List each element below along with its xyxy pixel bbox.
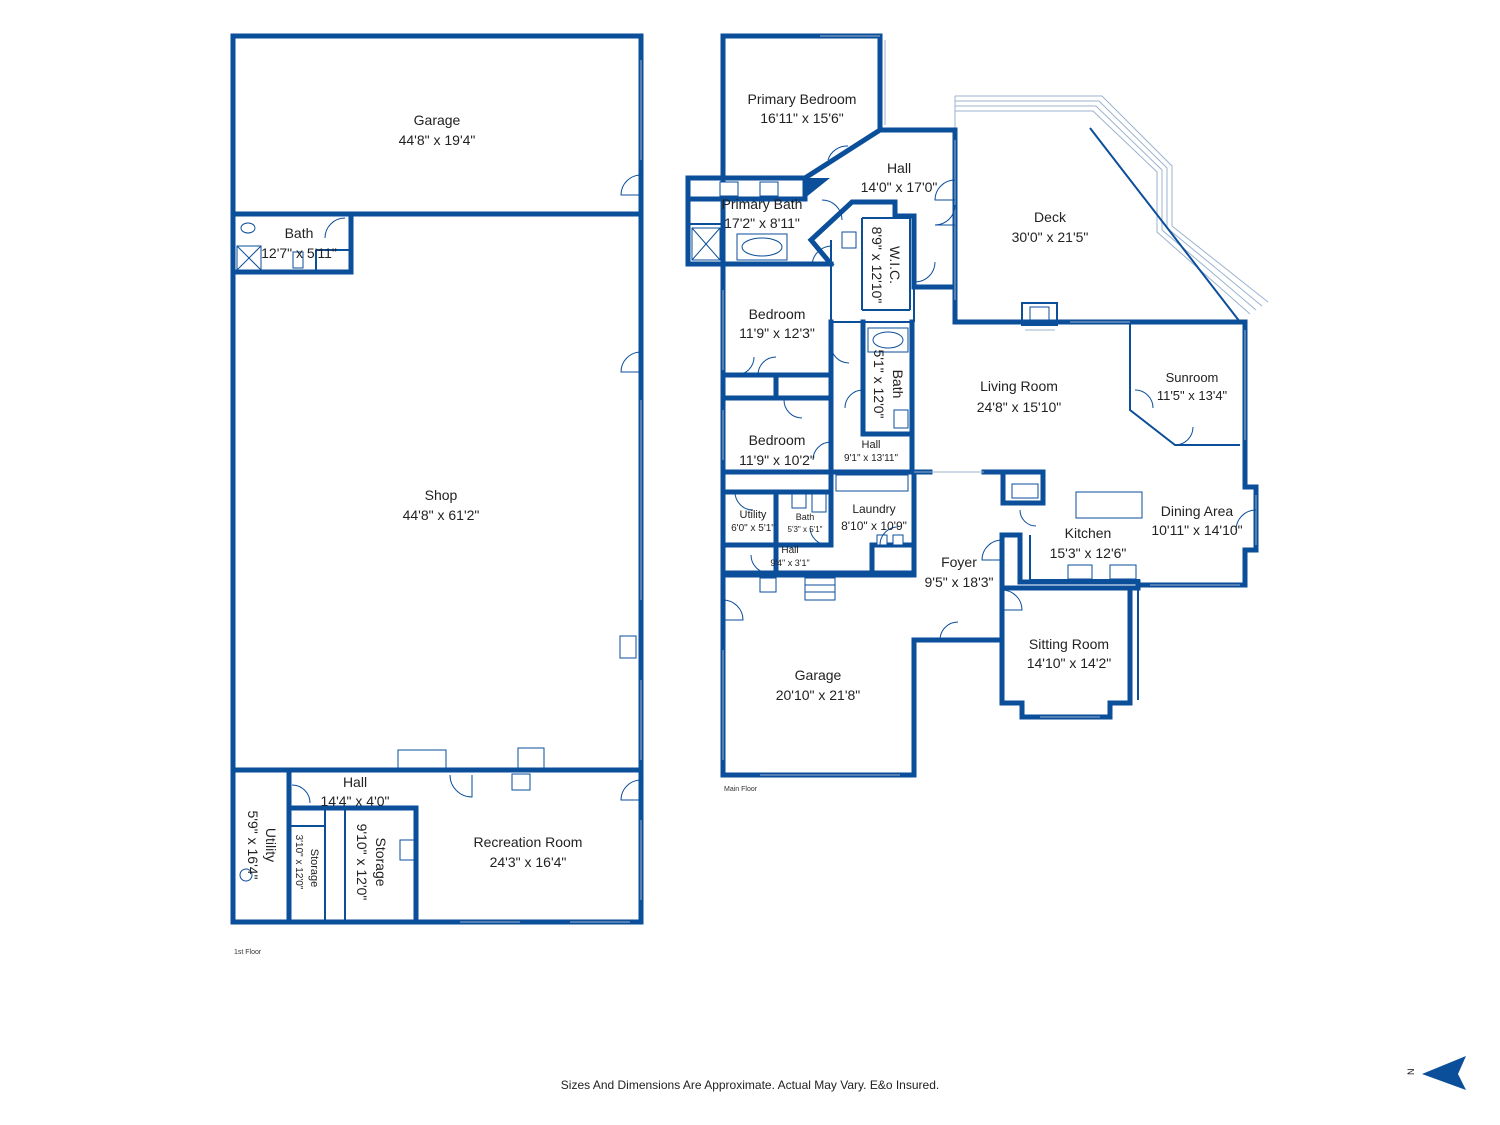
room-name-hall-top: Hall bbox=[887, 160, 911, 176]
compass-icon: N bbox=[1406, 1056, 1466, 1090]
room-dim-sitting: 14'10" x 14'2" bbox=[1027, 655, 1112, 671]
room-dim-storage-large: 9'10" x 12'0" bbox=[354, 824, 370, 901]
room-name-bath-small: Bath bbox=[796, 512, 815, 522]
room-dim-dining: 10'11" x 14'10" bbox=[1151, 522, 1242, 538]
room-labels: Garage 44'8" x 19'4" Bath 12'7" x 5'11" … bbox=[234, 91, 1243, 956]
room-dim-sunroom: 11'5" x 13'4" bbox=[1157, 388, 1228, 403]
room-name-hall-lower: Hall bbox=[343, 774, 367, 790]
floor-label-main: Main Floor bbox=[724, 786, 758, 793]
room-dim-bath-main: 5'1" x 12'0" bbox=[871, 350, 887, 419]
room-dim-bedroom1: 11'9" x 12'3" bbox=[739, 325, 815, 341]
room-name-primary-bath: Primary Bath bbox=[722, 196, 803, 212]
room-dim-bedroom2: 11'9" x 10'2" bbox=[739, 452, 815, 468]
room-name-bedroom1: Bedroom bbox=[749, 306, 806, 322]
deck-railing bbox=[954, 95, 1269, 315]
room-name-bath-main: Bath bbox=[890, 370, 906, 399]
room-dim-garage-main: 20'10" x 21'8" bbox=[776, 687, 861, 703]
room-dim-hall-mid: 9'1" x 13'11" bbox=[844, 453, 899, 464]
room-name-garage-main: Garage bbox=[795, 667, 842, 683]
first-floor-plan bbox=[230, 33, 644, 925]
room-dim-bath-small: 5'3" x 5'1" bbox=[788, 525, 823, 534]
room-name-wic: W.I.C. bbox=[887, 246, 903, 284]
room-name-bath-upper: Bath bbox=[285, 225, 314, 241]
floor-label-first: 1st Floor bbox=[234, 949, 262, 956]
first-floor-outline bbox=[230, 33, 644, 925]
room-name-laundry: Laundry bbox=[852, 502, 895, 516]
room-name-shop: Shop bbox=[425, 487, 458, 503]
room-dim-living: 24'8" x 15'10" bbox=[977, 399, 1062, 415]
room-name-garage-upper: Garage bbox=[414, 112, 461, 128]
room-dim-shop: 44'8" x 61'2" bbox=[403, 507, 480, 523]
room-name-utility-lower: Utility bbox=[263, 828, 279, 862]
room-dim-storage-small: 3'10" x 12'0" bbox=[293, 835, 304, 890]
room-name-storage-small: Storage bbox=[308, 849, 320, 888]
room-dim-utility-lower: 5'9" x 16'4" bbox=[245, 811, 261, 880]
room-dim-wic: 8'9" x 12'10" bbox=[869, 227, 885, 304]
room-name-hall-mid: Hall bbox=[862, 439, 881, 451]
room-name-dining: Dining Area bbox=[1161, 503, 1234, 519]
room-dim-hall-top: 14'0" x 17'0" bbox=[861, 179, 938, 195]
main-floor-outline bbox=[720, 33, 1259, 778]
room-dim-bath-upper: 12'7" x 5'11" bbox=[261, 245, 337, 261]
room-name-primary-bedroom: Primary Bedroom bbox=[748, 91, 857, 107]
room-dim-hall-small: 9'4" x 3'1" bbox=[770, 558, 809, 568]
compass-north-label: N bbox=[1406, 1069, 1416, 1076]
main-floor-plan bbox=[685, 33, 1269, 778]
room-name-living: Living Room bbox=[980, 378, 1058, 394]
room-dim-foyer: 9'5" x 18'3" bbox=[925, 574, 994, 590]
room-name-bedroom2: Bedroom bbox=[749, 432, 806, 448]
room-name-hall-small: Hall bbox=[781, 545, 798, 556]
room-dim-utility-main: 6'0" x 5'1" bbox=[731, 523, 775, 534]
room-dim-primary-bath: 17'2" x 8'11" bbox=[724, 215, 800, 231]
room-name-kitchen: Kitchen bbox=[1065, 525, 1112, 541]
room-name-utility-main: Utility bbox=[740, 509, 767, 521]
room-name-sunroom: Sunroom bbox=[1166, 370, 1219, 385]
room-name-sitting: Sitting Room bbox=[1029, 636, 1109, 652]
room-dim-deck: 30'0" x 21'5" bbox=[1012, 229, 1089, 245]
room-dim-garage-upper: 44'8" x 19'4" bbox=[399, 132, 476, 148]
room-dim-primary-bedroom: 16'11" x 15'6" bbox=[760, 110, 844, 126]
room-name-deck: Deck bbox=[1034, 209, 1067, 225]
room-name-recreation: Recreation Room bbox=[474, 834, 583, 850]
room-dim-hall-lower: 14'4" x 4'0" bbox=[321, 793, 390, 809]
room-name-foyer: Foyer bbox=[941, 554, 977, 570]
room-dim-laundry: 8'10" x 10'9" bbox=[841, 519, 907, 533]
room-dim-recreation: 24'3" x 16'4" bbox=[490, 854, 567, 870]
room-name-storage-large: Storage bbox=[373, 837, 389, 886]
room-dim-kitchen: 15'3" x 12'6" bbox=[1050, 545, 1127, 561]
disclaimer: Sizes And Dimensions Are Approximate. Ac… bbox=[560, 1078, 940, 1092]
